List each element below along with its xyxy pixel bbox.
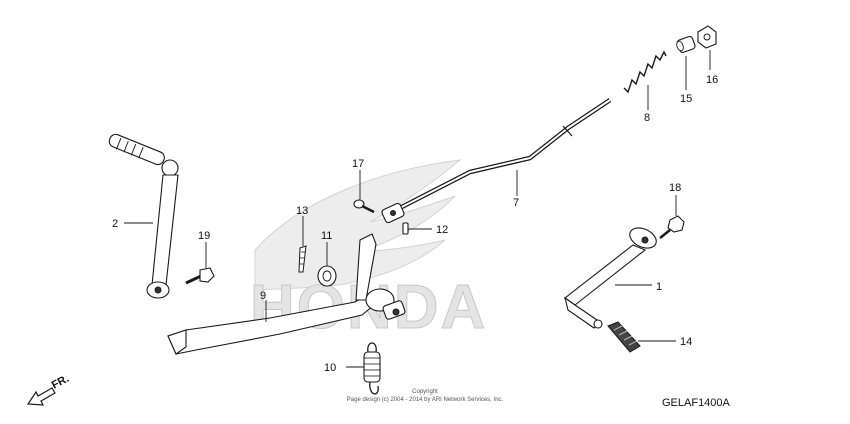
callout-12[interactable]: 12 [436, 224, 448, 236]
part-kick-starter-arm[interactable] [564, 224, 659, 329]
callout-7[interactable]: 7 [513, 197, 519, 209]
part-spring-8[interactable] [623, 50, 667, 94]
part-cotter-pin[interactable] [298, 245, 307, 273]
callout-11[interactable]: 11 [321, 230, 332, 242]
callout-15[interactable]: 15 [680, 93, 692, 105]
part-bolt-18[interactable] [659, 215, 685, 239]
callout-1[interactable]: 1 [656, 281, 662, 293]
part-washer[interactable] [317, 265, 337, 287]
leader-lines [124, 50, 711, 368]
callout-8[interactable]: 8 [644, 112, 650, 124]
callout-18[interactable]: 18 [669, 182, 681, 194]
callout-19[interactable]: 19 [198, 230, 210, 242]
callout-16[interactable]: 16 [706, 74, 718, 86]
part-return-spring[interactable] [363, 342, 381, 395]
part-collar[interactable] [675, 35, 696, 54]
part-bolt-17[interactable] [353, 199, 375, 214]
front-label: FR. [50, 373, 71, 392]
front-direction-indicator: FR. [26, 373, 71, 406]
part-kick-arm[interactable] [107, 133, 179, 299]
callout-10[interactable]: 10 [324, 362, 336, 374]
part-nut-16[interactable] [697, 25, 717, 49]
callout-14[interactable]: 14 [680, 336, 692, 348]
diagram-code: GELAF1400A [662, 397, 731, 409]
callout-17[interactable]: 17 [352, 158, 364, 170]
callout-2[interactable]: 2 [112, 218, 118, 230]
part-bolt-19[interactable] [185, 267, 215, 285]
callout-13[interactable]: 13 [296, 205, 308, 217]
copyright-line-2: Page design (c) 2004 - 2014 by ARI Netwo… [347, 397, 504, 403]
part-rubber[interactable] [607, 321, 641, 353]
part-pin-12[interactable] [402, 222, 409, 235]
part-brake-pedal[interactable] [167, 233, 406, 355]
callout-9[interactable]: 9 [260, 290, 266, 302]
part-brake-rod[interactable] [381, 98, 612, 224]
front-arrow-icon [26, 387, 56, 406]
copyright-line-1: Copyright [412, 389, 438, 395]
